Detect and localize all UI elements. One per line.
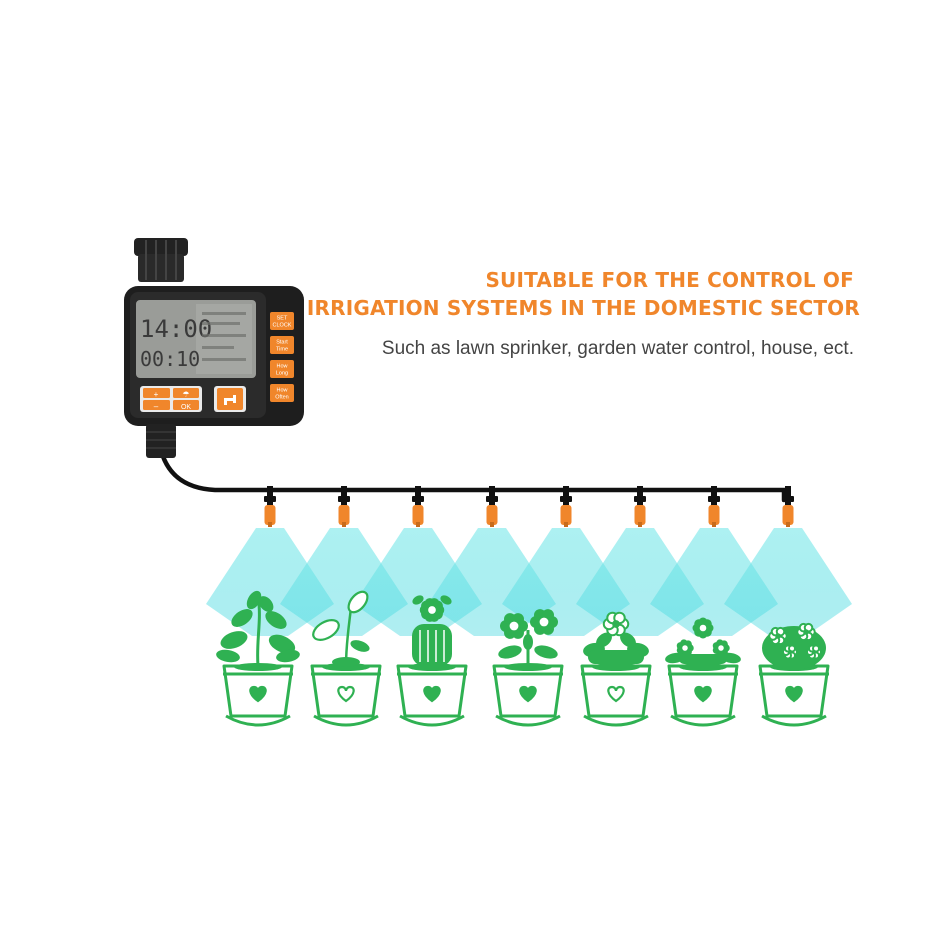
ok-button[interactable] — [173, 400, 199, 410]
spray-cone — [724, 528, 852, 636]
how-often-button-label-2: Often — [275, 395, 288, 401]
flower-pot — [667, 663, 739, 727]
flower-pot — [310, 663, 382, 727]
drip-nozzle — [338, 486, 350, 527]
drip-nozzle — [412, 486, 424, 527]
flower-pot — [492, 663, 564, 727]
umbrella-icon: ☂ — [182, 390, 189, 399]
plant-row — [216, 590, 830, 727]
drip-nozzle — [782, 486, 794, 527]
flower-pot — [758, 663, 830, 727]
drip-nozzle — [486, 486, 498, 527]
lcd-duration: 00:10 — [140, 347, 200, 371]
inlet-nut — [134, 238, 188, 256]
seedling-outline-icon — [310, 590, 382, 727]
faucet-icon — [224, 395, 236, 405]
start-time-button-label-2: Time — [276, 347, 288, 353]
drip-nozzle — [708, 486, 720, 527]
flower-pot — [580, 663, 652, 727]
nozzle-row — [264, 486, 794, 527]
minus-button[interactable] — [143, 400, 170, 410]
set-clock-button-label-2: CLOCK — [273, 323, 292, 329]
minus-label: – — [154, 402, 159, 411]
heart-icon — [519, 685, 537, 703]
shrub-icon — [758, 622, 830, 727]
outlet-connector — [146, 424, 176, 458]
heart-icon — [423, 685, 441, 703]
heart-icon — [785, 685, 803, 703]
headline-line-2: IRRIGATION SYSTEMS IN THE DOMESTIC SECTO… — [306, 296, 860, 320]
how-often-button-label-1: How — [276, 388, 287, 394]
headline-line-1: SUITABLE FOR THE CONTROL OF — [485, 268, 854, 292]
drip-nozzle — [560, 486, 572, 527]
leafy-plant-icon — [216, 590, 300, 727]
cactus-icon — [396, 595, 468, 727]
flower-bush-icon — [580, 611, 652, 727]
spray-cones — [206, 528, 852, 636]
daisy-bush-icon — [665, 617, 741, 727]
heart-outline-icon — [607, 685, 625, 703]
flowering-plant-icon — [492, 609, 564, 727]
drip-hose — [157, 443, 787, 503]
subheadline: Such as lawn sprinker, garden water cont… — [381, 338, 854, 359]
drip-nozzle — [634, 486, 646, 527]
ok-label: OK — [181, 404, 191, 411]
flower-pot — [222, 663, 294, 727]
drip-nozzle — [264, 486, 276, 527]
how-long-button-label-1: How — [276, 364, 287, 370]
heart-outline-icon — [337, 685, 355, 703]
plus-button[interactable] — [143, 388, 170, 398]
set-clock-button-label-1: SET — [277, 316, 288, 322]
heart-icon — [249, 685, 267, 703]
lcd-clock: 14:00 — [140, 315, 212, 343]
heart-icon — [694, 685, 712, 703]
plus-label: + — [154, 390, 159, 399]
flower-pot — [396, 663, 468, 727]
how-long-button-label-2: Long — [276, 371, 288, 377]
start-time-button-label-1: Start — [276, 340, 288, 346]
rain-delay-button[interactable] — [173, 388, 199, 398]
